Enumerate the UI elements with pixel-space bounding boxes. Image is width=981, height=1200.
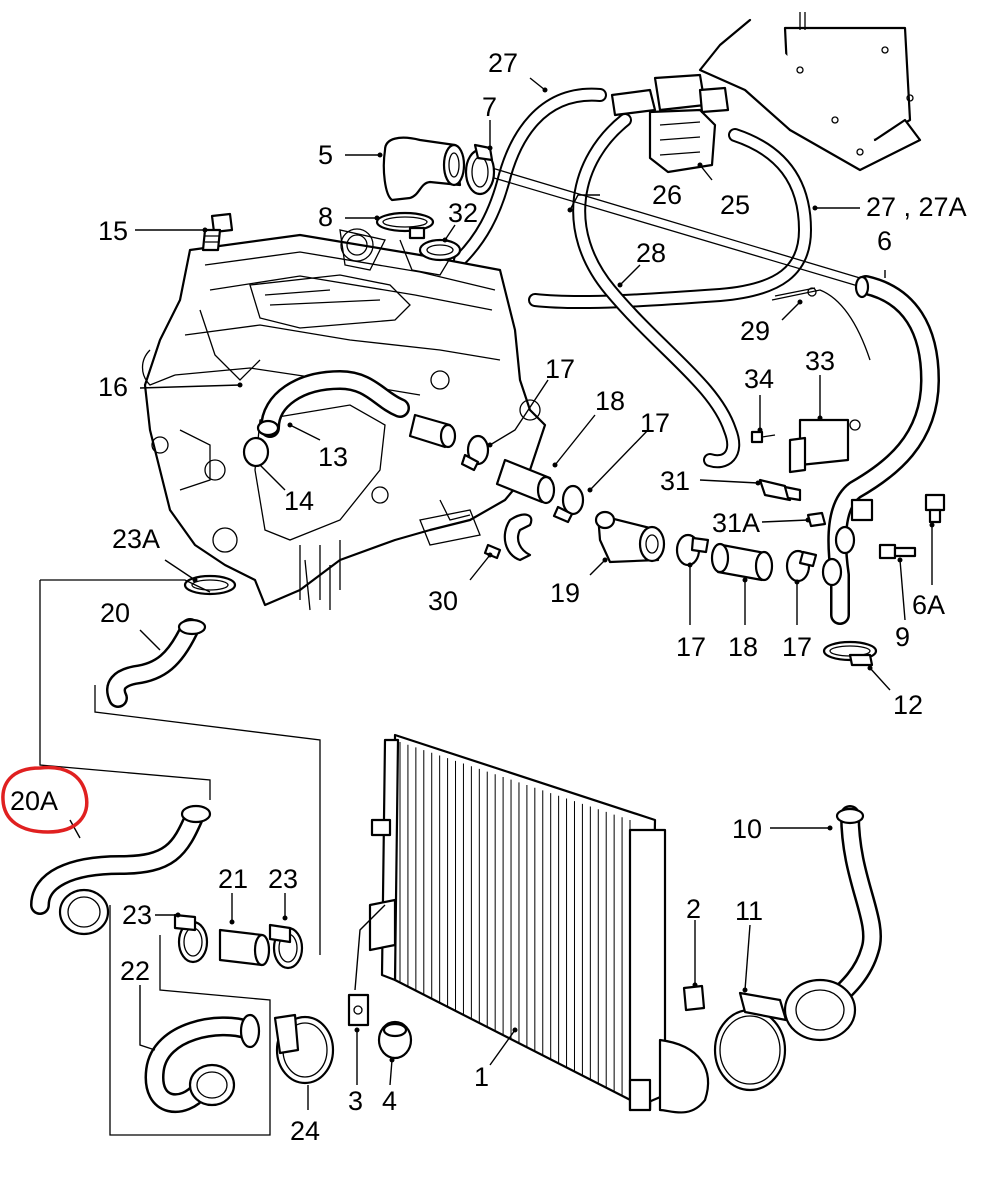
clamp-8 — [375, 211, 435, 240]
callout-27: 27 — [488, 48, 518, 78]
callout-15: 15 — [98, 216, 128, 246]
intercooler-core — [399, 742, 631, 1100]
callout-3: 3 — [348, 1086, 363, 1116]
leader-lines — [69, 77, 933, 1110]
callout-6a: 6A — [912, 590, 945, 620]
callout-17-mid: 17 — [640, 408, 670, 438]
callout-4: 4 — [382, 1086, 397, 1116]
clamp-23a — [183, 574, 237, 596]
callout-31a: 31A — [712, 508, 760, 538]
grouping-lines — [39, 579, 321, 1136]
callout-26: 26 — [652, 180, 682, 210]
callout-14: 14 — [284, 486, 314, 516]
nut-31a — [806, 511, 827, 528]
callout-16: 16 — [98, 372, 128, 402]
clamp-23-left — [173, 913, 209, 964]
clamp-23-right — [268, 923, 304, 970]
callout-13: 13 — [318, 442, 348, 472]
bolt-15 — [201, 212, 234, 252]
callout-28: 28 — [636, 238, 666, 268]
callout-17-low-right: 17 — [782, 632, 812, 662]
charge-air-hose-6 — [821, 275, 940, 625]
highlight-circle-20a — [1, 765, 89, 834]
mounting-bracket — [698, 12, 922, 172]
intercooler-1 — [368, 733, 710, 1114]
callout-34: 34 — [744, 364, 774, 394]
callout-labels: 27 7 5 26 25 8 32 27 , 27A 15 6 28 29 33… — [10, 48, 967, 1146]
sleeve-18-lower — [710, 542, 774, 582]
callout-20: 20 — [100, 598, 130, 628]
callout-8: 8 — [318, 202, 333, 232]
callout-25: 25 — [720, 190, 750, 220]
elbow-hose-5 — [382, 136, 466, 202]
leader-dots — [175, 87, 935, 1063]
pressure-sensor-33 — [788, 418, 861, 474]
intake-hose-13 — [256, 370, 410, 438]
vacuum-hose-27 — [453, 87, 812, 310]
callout-11: 11 — [735, 896, 763, 926]
callout-21: 21 — [218, 864, 248, 894]
bracket-30 — [483, 513, 533, 562]
plug-6a — [924, 493, 946, 524]
hose-20 — [106, 618, 207, 708]
callout-19: 19 — [550, 578, 580, 608]
wiring-29 — [771, 287, 871, 361]
sleeve-18 — [495, 458, 556, 505]
bracket-2 — [682, 984, 706, 1012]
clamp-17-middle — [552, 484, 585, 524]
callout-29: 29 — [740, 316, 770, 346]
clamp-17-upper — [460, 434, 490, 472]
callout-23a: 23A — [112, 524, 160, 554]
engine-block — [141, 228, 547, 611]
callout-33: 33 — [805, 346, 835, 376]
callout-10: 10 — [732, 814, 762, 844]
callout-12: 12 — [893, 690, 923, 720]
o-ring-14 — [242, 436, 270, 468]
hose-21 — [218, 928, 271, 967]
callout-1: 1 — [474, 1062, 489, 1092]
bolt-9 — [878, 543, 917, 560]
clamp-11 — [713, 991, 788, 1092]
callout-30: 30 — [428, 586, 458, 616]
callout-17-top: 17 — [545, 354, 575, 384]
callout-7: 7 — [482, 92, 497, 122]
clamp-17-lower-right — [785, 549, 818, 583]
callout-22: 22 — [120, 956, 150, 986]
temperature-sensor-31 — [758, 478, 802, 502]
callout-6: 6 — [877, 226, 892, 256]
vacuum-hose-28 — [572, 113, 741, 469]
callout-23-right: 23 — [268, 864, 298, 894]
callout-23-left: 23 — [122, 900, 152, 930]
clamp-12 — [822, 640, 878, 667]
hose-22 — [144, 1013, 261, 1113]
callout-24: 24 — [290, 1116, 320, 1146]
clamp-17-lower-left — [675, 533, 710, 567]
bracket-3 — [347, 993, 370, 1027]
callout-2: 2 — [686, 894, 701, 924]
hose-20a — [30, 804, 212, 936]
callout-5: 5 — [318, 140, 333, 170]
grommet-4 — [377, 1020, 413, 1060]
bolt-34 — [750, 430, 776, 444]
callout-27-27a: 27 , 27A — [866, 192, 967, 222]
callout-32: 32 — [448, 198, 478, 228]
callout-9: 9 — [895, 622, 910, 652]
clamp-24 — [273, 1013, 335, 1085]
seal-ring-32 — [418, 238, 462, 262]
callout-20a: 20A — [10, 786, 58, 816]
callout-31: 31 — [660, 466, 690, 496]
sleeve-18-upper — [408, 413, 457, 449]
callout-18-low: 18 — [728, 632, 758, 662]
callout-17-low-left: 17 — [676, 632, 706, 662]
recirculation-valve-19 — [594, 510, 666, 564]
clamp-7 — [464, 143, 496, 196]
callout-18-top: 18 — [595, 386, 625, 416]
charge-air-hose-10 — [783, 805, 883, 1042]
boost-control-valve — [610, 73, 730, 174]
